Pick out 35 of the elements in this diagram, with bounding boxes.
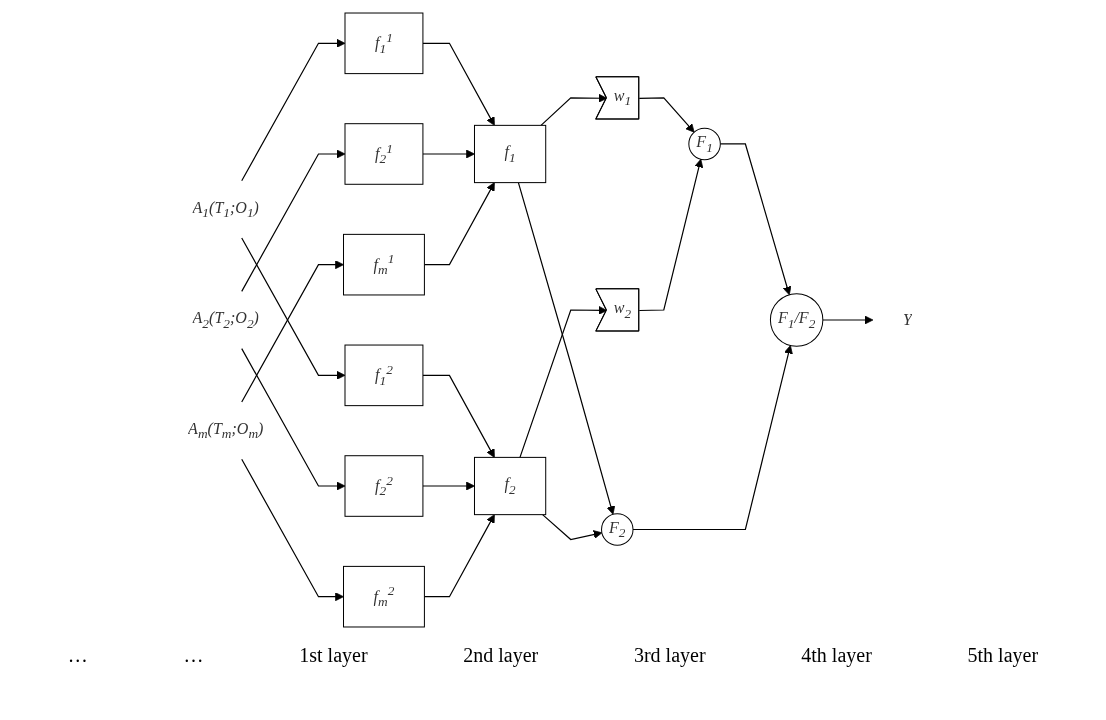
arrow [541, 514, 603, 541]
arrow [422, 374, 495, 458]
arrow [422, 149, 475, 159]
arrow [241, 458, 344, 602]
arrow [822, 315, 874, 325]
node-box: f$_{1}$ [474, 124, 547, 184]
node-box: f$_{2}$ [474, 456, 547, 516]
arrow [422, 481, 475, 491]
node-text: A$_{m}$(T$_{m}$;O$_{m}$) [188, 420, 264, 442]
node-circle: F$_{2}$ [601, 513, 634, 546]
arrow [423, 514, 495, 598]
layer-label: 4th layer [801, 644, 872, 667]
ellipsis-label: … [67, 644, 88, 667]
layer-label: 5th layer [967, 644, 1039, 667]
arrow [241, 38, 346, 182]
layer-label: 1st layer [299, 644, 368, 667]
arrow [638, 158, 704, 312]
arrow [241, 237, 346, 380]
arrow [241, 348, 346, 491]
arrow [422, 42, 495, 126]
ellipsis-label: … [183, 644, 204, 667]
node-text: A$_{2}$(T$_{2}$;O$_{2}$) [192, 309, 259, 331]
layer-label: 3rd layer [633, 644, 706, 667]
arrow [423, 182, 495, 266]
arrow [517, 182, 616, 515]
node-circle: F$_{1}$ [688, 127, 721, 161]
arrow [519, 305, 608, 458]
node-text: A$_{1}$(T$_{1}$;O$_{1}$) [192, 198, 259, 220]
layer-label: 2nd layer [463, 644, 539, 667]
arrow [638, 97, 695, 133]
arrow [632, 345, 793, 531]
arrow [719, 143, 792, 296]
arrow [241, 260, 344, 403]
arrow [241, 149, 346, 292]
node-circle: F$_{1}$/F$_{2}$ [769, 293, 824, 347]
